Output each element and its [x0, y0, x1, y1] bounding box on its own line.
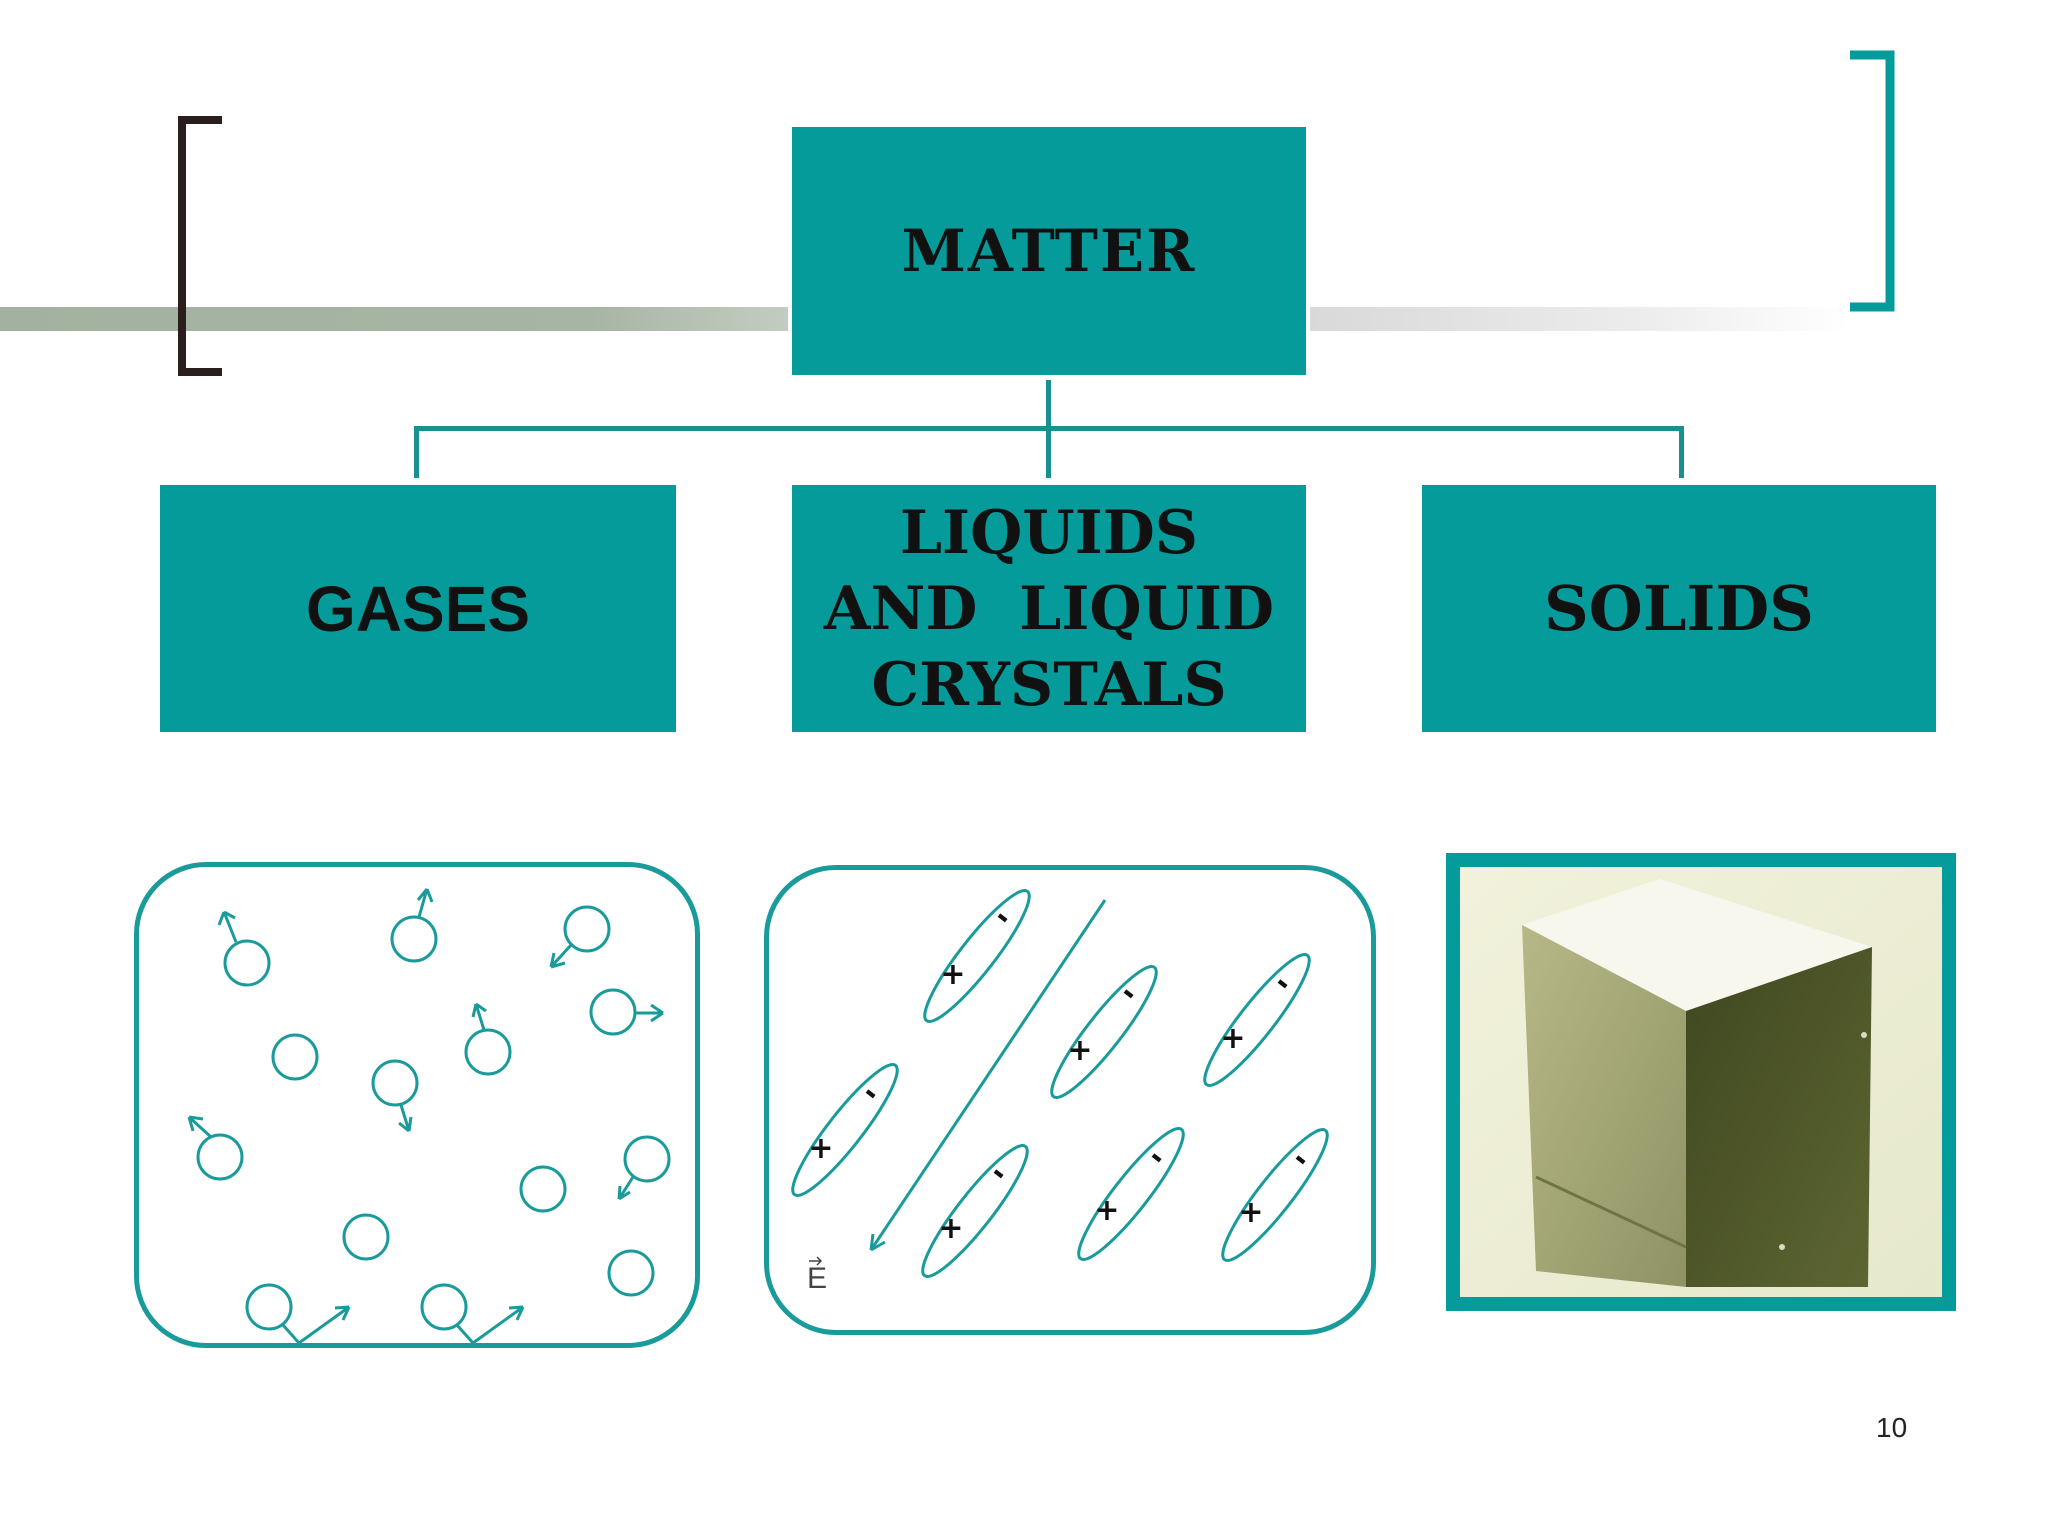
solids-illustration [1446, 853, 1956, 1311]
gas-molecule [563, 905, 611, 953]
gas-molecule [245, 1283, 293, 1331]
arrow-icon [416, 888, 434, 918]
plus-sign: + [1094, 1193, 1119, 1228]
cube-top-face [1522, 879, 1872, 1011]
gas-molecule [607, 1249, 655, 1297]
dipole-molecule [1221, 1128, 1329, 1262]
field-label-group [809, 1256, 823, 1266]
liquid-crystal-illustration: + - + - + - + - + - + - + - E [764, 865, 1376, 1335]
gas-molecule [519, 1165, 567, 1213]
gas-molecule [271, 1033, 319, 1081]
liquids-label-line-3: CRYSTALS [871, 649, 1227, 720]
dipole-molecule [1050, 965, 1158, 1099]
connector-trunk [1046, 380, 1051, 428]
dipole-molecule [1077, 1127, 1185, 1261]
solids-label: SOLIDS [1544, 571, 1814, 645]
arrow-icon [549, 943, 573, 969]
matter-title-box: MATTER [792, 127, 1306, 375]
plus-sign: + [1220, 1021, 1245, 1056]
solids-box: SOLIDS [1422, 485, 1936, 732]
gas-molecule [371, 1059, 419, 1107]
liquids-label-line-2: AND LIQUID [823, 573, 1275, 644]
dipole-molecule [1203, 953, 1311, 1087]
plus-sign: + [940, 957, 965, 992]
page-number: 10 [1876, 1412, 1908, 1443]
liquid-crystal-drawing: + - + - + - + - + - + - + - [791, 889, 1329, 1278]
dipole-molecule [923, 889, 1031, 1023]
gas-molecule [223, 939, 271, 987]
plus-sign: + [1238, 1195, 1263, 1230]
gas-molecule [196, 1133, 244, 1181]
cube-left-face [1522, 925, 1686, 1287]
gases-illustration [134, 862, 700, 1348]
gas-molecules-drawing [187, 888, 671, 1345]
gas-molecule [623, 1135, 671, 1183]
dipole-molecule [791, 1063, 899, 1197]
plus-sign: + [938, 1211, 963, 1246]
plus-sign: + [1067, 1033, 1092, 1068]
arrow-icon [281, 1305, 351, 1345]
connector-left [414, 426, 419, 478]
field-arrow-icon [869, 899, 1107, 1251]
matter-title: MATTER [901, 217, 1197, 285]
gases-box: GASES [160, 485, 676, 732]
cube-right-face [1686, 947, 1872, 1287]
arrow-icon [617, 1176, 635, 1201]
left-bracket-icon [178, 116, 222, 376]
arrow-icon [398, 1104, 413, 1133]
liquids-box: LIQUIDS AND LIQUID CRYSTALS [792, 485, 1306, 732]
left-grey-band [0, 307, 788, 331]
arrow-icon [455, 1305, 525, 1345]
arrow-icon [635, 1003, 664, 1023]
connector-middle [1046, 426, 1051, 478]
gas-molecule [390, 915, 438, 963]
plus-sign: + [808, 1131, 833, 1166]
gas-molecule [589, 988, 637, 1036]
arrow-icon [217, 910, 238, 943]
right-grey-band [1310, 307, 1850, 331]
gases-label: GASES [305, 572, 531, 645]
gas-molecule [464, 1028, 512, 1076]
dipole-molecule [921, 1144, 1029, 1278]
connector-right [1679, 426, 1684, 478]
right-bracket-icon [1850, 50, 1895, 312]
gas-molecule [342, 1213, 390, 1261]
cube-photo [1460, 867, 1942, 1297]
gas-molecule [420, 1283, 468, 1331]
arrow-icon [471, 1002, 487, 1031]
field-label: E [807, 1262, 828, 1295]
liquids-label-line-1: LIQUIDS [899, 497, 1199, 568]
arrow-icon [187, 1115, 213, 1139]
